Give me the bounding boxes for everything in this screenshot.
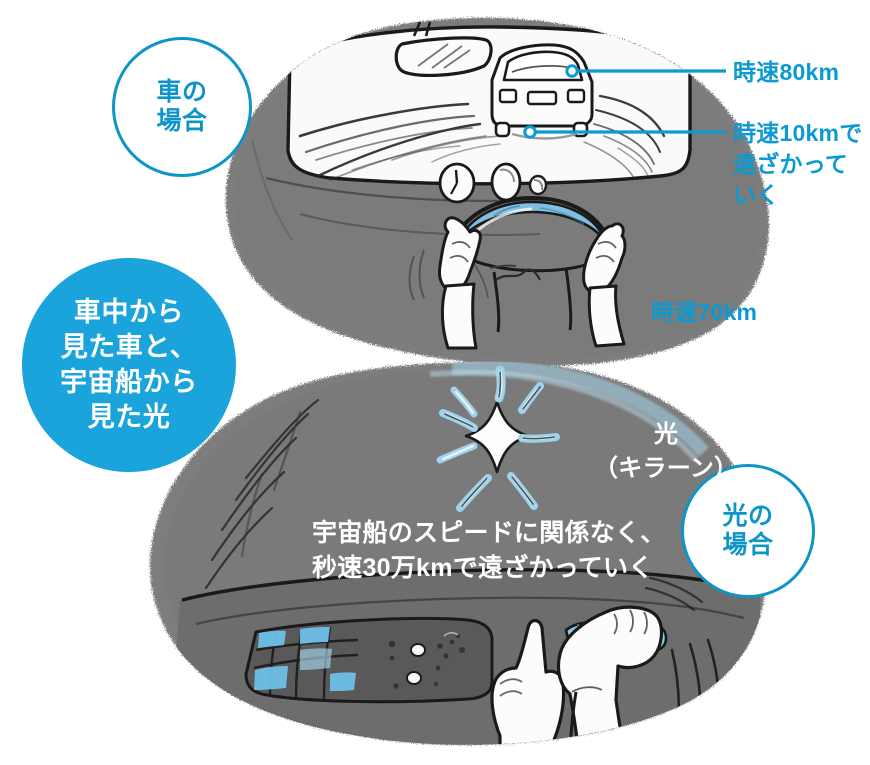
leader-line-10 (523, 125, 726, 139)
car-scene-group (225, 17, 769, 367)
label-speed-80: 時速80km (733, 59, 840, 85)
label-light-kiraan: 光 （キラーン） (594, 421, 739, 483)
pointing-hand-icon (490, 618, 566, 745)
label-speed-70: 時速70km (651, 299, 758, 325)
label-speed-10-receding: 時速10kmで 遠ざかって いく (733, 120, 863, 208)
main-title-line4: 見た光 (87, 402, 171, 433)
light-scene-group (150, 361, 767, 745)
main-title-line1: 車中から (73, 296, 185, 327)
main-title-line2: 見た車と、 (60, 331, 198, 362)
bubble-car-line1: 車の (156, 77, 208, 106)
bubble-light-line1: 光の (722, 501, 774, 530)
main-title-bubble: 車中から 見た車と、 宇宙船から 見た光 (22, 258, 236, 472)
gauge-icon (438, 162, 548, 204)
car-icon (490, 43, 594, 140)
callout-bubble-light-case: 光の 場合 (681, 464, 815, 598)
lever-grip-icon (556, 605, 668, 745)
sparkle-icon (436, 365, 560, 512)
bubble-light-line2: 場合 (722, 531, 774, 559)
label-light-speed-description: 宇宙船のスピードに関係なく、 秒速30万kmで遠ざかっていく (312, 519, 666, 582)
leader-line-80 (565, 64, 726, 78)
driver-hands-icon (438, 216, 627, 350)
bubble-car-line2: 場合 (156, 107, 208, 135)
callout-bubble-car-case: 車の 場合 (112, 37, 252, 177)
console-panel-icon (244, 617, 494, 704)
main-title-line3: 宇宙船から (60, 367, 198, 397)
mirror-icon (394, 21, 493, 77)
